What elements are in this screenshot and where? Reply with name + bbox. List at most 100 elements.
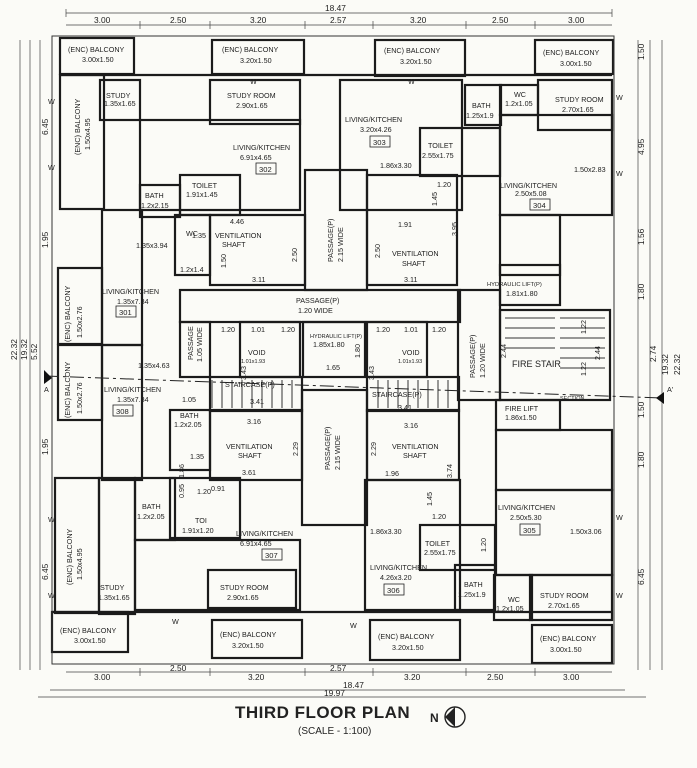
section-mark-right: A'	[667, 385, 674, 394]
misc-dim: 3.11	[252, 275, 265, 284]
dim-bottom-seg-6: 2.50	[487, 672, 504, 682]
room-name: TOILET	[192, 181, 218, 190]
misc-dim: 1.01	[251, 325, 265, 334]
title-block: THIRD FLOOR PLAN (SCALE - 1:100) N	[235, 703, 466, 737]
room-size: 1.2x1.05	[496, 604, 524, 613]
room-size: 2.15 WIDE	[333, 435, 342, 470]
room-name: (ENC) BALCONY	[543, 48, 600, 57]
dim-bottom-seg-1: 3.00	[94, 672, 111, 682]
misc-dim: 2.50	[290, 248, 299, 262]
misc-dim: 1.20	[479, 538, 488, 552]
room-name: STUDY ROOM	[540, 591, 589, 600]
room-size: 1.2x2.05	[174, 420, 202, 429]
dim-bottom-overall-2: 19.97	[324, 688, 345, 698]
misc-dim: 1.86x3.30	[380, 161, 412, 170]
dim-right-seg-3: 1.56	[636, 228, 646, 245]
dim-top-seg-1: 3.00	[94, 15, 111, 25]
room-name: (ENC) BALCONY	[220, 630, 277, 639]
room-size: 3.00x1.50	[550, 645, 582, 654]
room-name: (ENC) BALCONY	[60, 626, 117, 635]
room-name: WC	[186, 229, 198, 238]
bottom-dimensions: 3.00 2.50 3.20 2.57 3.20 2.50 3.00 18.47…	[38, 663, 646, 698]
misc-dim: 3.16	[247, 417, 261, 426]
room-size: 6.91x4.65	[240, 539, 272, 548]
misc-dim: 2.44	[499, 344, 508, 358]
room-name: BATH	[145, 191, 164, 200]
misc-dim: 1.50	[219, 254, 228, 268]
room-size: 1.91x1.20	[182, 526, 214, 535]
room-name: (ENC) BALCONY	[68, 45, 125, 54]
dim-right-seg-6: 1.80	[636, 451, 646, 468]
room-size: 1.35x7.84	[117, 395, 149, 404]
room-name: VENTILATION	[215, 231, 262, 240]
top-dimensions: 18.47 3.00 2.50 3.20 2.57 3.20 2.50 3.00	[65, 3, 613, 29]
walls	[50, 35, 615, 665]
room-name: LIVING/KITCHEN	[233, 143, 290, 152]
dim-left-seg-1: 6.45	[40, 118, 50, 135]
wall-mark: W	[250, 77, 257, 86]
room-name: LIVING/KITCHEN	[370, 563, 427, 572]
room-name: FIRE STAIR	[512, 359, 561, 369]
room-size: 3.20x1.50	[232, 641, 264, 650]
unit-number: 308	[116, 407, 129, 416]
section-text: SECTION	[560, 396, 584, 402]
misc-dim: 1.91	[398, 220, 412, 229]
dim-top-seg-7: 3.00	[568, 15, 585, 25]
wall-marks: W W W W W W W W W W W W	[48, 77, 623, 630]
dim-bottom-seg-4: 2.57	[330, 663, 347, 673]
unit-number: 302	[259, 165, 272, 174]
north-arrow-icon	[444, 706, 466, 728]
room-name: LIVING/KITCHEN	[500, 181, 557, 190]
wall-mark: W	[48, 515, 55, 524]
room-size: 1.2x2.05	[137, 512, 165, 521]
misc-dim: 1.20	[221, 325, 235, 334]
room-name: PASSAGE(P)	[296, 296, 339, 305]
dim-top-seg-3: 3.20	[250, 15, 267, 25]
misc-dim: 3.11	[404, 275, 417, 284]
misc-dim: 4.46	[230, 217, 244, 226]
room-name: LIVING/KITCHEN	[236, 529, 293, 538]
dim-top-overall: 18.47	[325, 3, 346, 13]
unit-number: 304	[533, 201, 546, 210]
room-size: 1.50x2.76	[75, 306, 84, 338]
wall-mark: W	[350, 621, 357, 630]
unit-number: 307	[265, 551, 278, 560]
room-name: (ENC) BALCONY	[378, 632, 435, 641]
misc-dim: 3.61	[242, 468, 256, 477]
room-size: 2.90x1.65	[236, 101, 268, 110]
misc-dim: 2.29	[369, 442, 378, 456]
misc-dim: 3.43	[239, 366, 248, 380]
misc-dim: 1.20	[432, 512, 446, 521]
room-size: 1.25x1.9	[458, 590, 486, 599]
room-name: STUDY	[106, 91, 131, 100]
room-size: 1.50x2.76	[75, 382, 84, 414]
room-name: VENTILATION	[392, 249, 439, 258]
misc-dim: 1.20	[197, 487, 211, 496]
misc-dim: 1.96	[385, 469, 399, 478]
room-size: 3.20x1.50	[400, 57, 432, 66]
room-name: PASSAGE(P)	[323, 427, 332, 470]
room-size: 2.15 WIDE	[336, 227, 345, 262]
room-name: HYDRAULIC LIFT(P)	[310, 334, 362, 340]
room-name: PASSAGE	[186, 326, 195, 360]
misc-dim: 3.43	[367, 366, 376, 380]
dim-bottom-seg-7: 3.00	[563, 672, 580, 682]
dim-right-seg-1: 1.50	[636, 43, 646, 60]
dim-right-seg-4: 1.80	[636, 283, 646, 300]
room-name: BATH	[180, 411, 199, 420]
room-size: SHAFT	[402, 259, 426, 268]
dim-left-seg-3: 1.95	[40, 438, 50, 455]
dim-top-seg-6: 2.50	[492, 15, 509, 25]
room-name: LIVING/KITCHEN	[498, 503, 555, 512]
misc-dim: 3.41	[398, 403, 412, 412]
stair-treads	[211, 317, 605, 408]
room-name: (ENC) BALCONY	[540, 634, 597, 643]
dim-bottom-seg-5: 3.20	[404, 672, 421, 682]
room-size: 1.2x2.15	[141, 201, 169, 210]
wall-mark: W	[408, 77, 415, 86]
dim-left-seg-2: 1.95	[40, 231, 50, 248]
plan-scale: (SCALE - 1:100)	[298, 726, 371, 737]
room-name: (ENC) BALCONY	[63, 285, 72, 342]
room-size: 2.90x1.65	[227, 593, 259, 602]
misc-dim: 1.20	[376, 325, 390, 334]
